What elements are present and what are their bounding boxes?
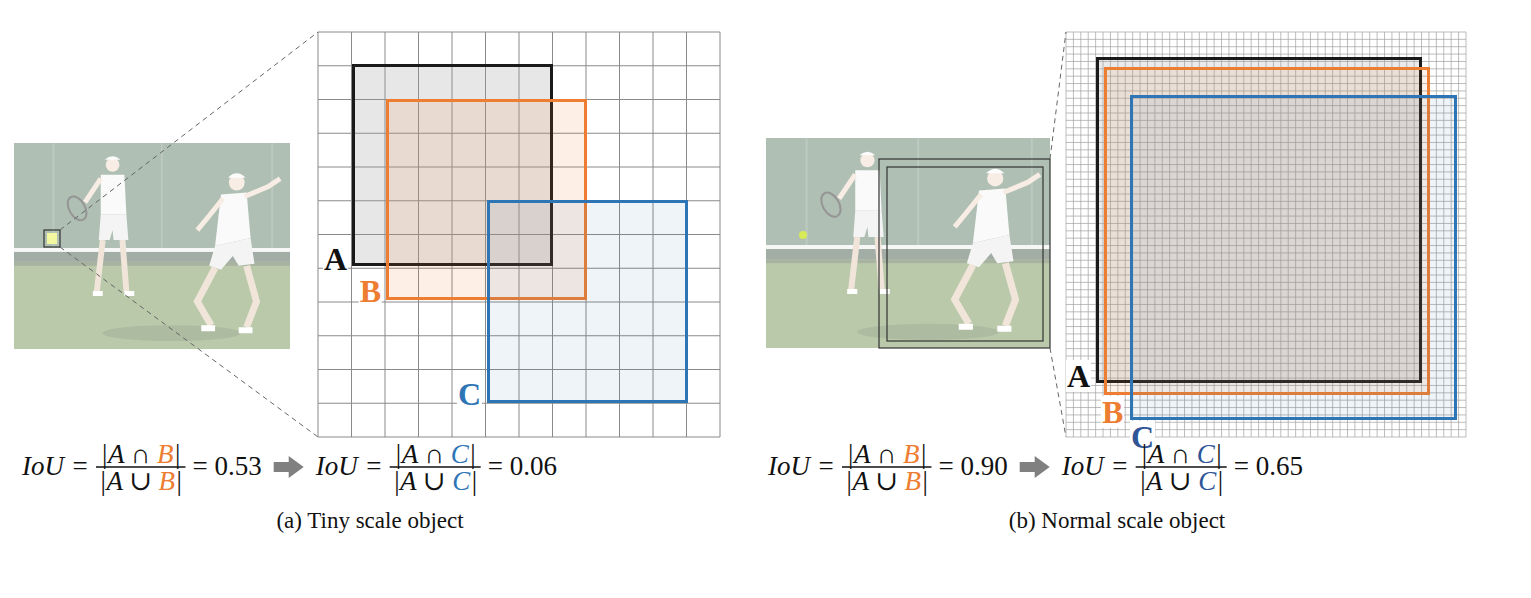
formula-part: |A ∩ xyxy=(101,439,157,469)
pixel-grid xyxy=(1066,32,1466,437)
formula-part: | xyxy=(469,439,476,469)
formula-part: |A ∩ xyxy=(1140,439,1196,469)
tiny-box xyxy=(44,230,60,247)
formula-lhs: IoU = xyxy=(316,451,383,482)
formula-part: C xyxy=(1198,466,1216,496)
formula-part: B xyxy=(905,466,922,496)
fraction-denominator: |A ∪ B| xyxy=(845,466,929,497)
grid-ground xyxy=(1066,32,1466,437)
box-letter: B xyxy=(359,275,382,307)
formula-part: | xyxy=(1215,439,1222,469)
box-letter: B xyxy=(1101,396,1124,428)
block-arrow xyxy=(1020,456,1050,478)
formula-part: | xyxy=(921,466,928,496)
grid-ground xyxy=(318,32,720,437)
formula-part: |A ∩ xyxy=(394,439,450,469)
formula-part: B xyxy=(903,439,920,469)
grid-line xyxy=(1066,437,1466,438)
formula-lhs: IoU = xyxy=(768,451,835,482)
grid-line xyxy=(1066,422,1466,423)
grid-line xyxy=(1466,32,1467,437)
subfigure-caption: (a) Tiny scale object xyxy=(276,508,463,534)
fraction-numerator: |A ∩ B| xyxy=(847,439,927,470)
fraction-numerator: |A ∩ C| xyxy=(1140,439,1222,470)
bounding-box: C xyxy=(487,200,688,403)
fraction-numerator: |A ∩ C| xyxy=(394,439,476,470)
formula-part: B xyxy=(159,466,176,496)
zoom-line xyxy=(60,247,318,437)
formula-part: | xyxy=(173,439,180,469)
box-letter: A xyxy=(323,243,348,275)
photo-thumbnail xyxy=(14,143,290,349)
grid-line xyxy=(1066,429,1466,430)
formula-part: |A ∪ xyxy=(99,466,159,496)
formula-part: C xyxy=(1197,439,1215,469)
formula-part: | xyxy=(919,439,926,469)
grid-line xyxy=(1066,54,1466,55)
formula-value: = 0.65 xyxy=(1234,451,1303,482)
fraction-denominator: |A ∪ C| xyxy=(393,466,478,497)
fraction-denominator: |A ∪ B| xyxy=(99,466,183,497)
grid-line xyxy=(1066,32,1466,33)
formula-part: B xyxy=(157,439,174,469)
zoom-line xyxy=(1050,32,1066,159)
photo-thumbnail xyxy=(766,138,1050,348)
formula-value: = 0.06 xyxy=(488,451,557,482)
formula-part: |A ∪ xyxy=(1139,466,1199,496)
tiny-ball xyxy=(47,233,57,244)
formula-part: C xyxy=(451,439,469,469)
zoom-line xyxy=(1050,348,1066,437)
formula-part: |A ∪ xyxy=(393,466,453,496)
person-box xyxy=(879,159,1050,348)
grid-line xyxy=(318,32,720,33)
formula-part: | xyxy=(470,466,477,496)
formula-lhs: IoU = xyxy=(1062,451,1129,482)
formula-part: | xyxy=(175,466,182,496)
formula-part: C xyxy=(452,466,470,496)
formula-part: | xyxy=(1216,466,1223,496)
ball xyxy=(799,231,807,239)
grid-line xyxy=(318,437,720,438)
pixel-grid xyxy=(318,32,720,437)
formula-part: |A ∩ xyxy=(847,439,903,469)
grid-line xyxy=(1458,32,1459,437)
zoom-line xyxy=(60,32,318,230)
person-box xyxy=(887,167,1043,341)
box-letter: A xyxy=(1066,360,1091,392)
formula-part: |A ∪ xyxy=(845,466,905,496)
bounding-box: C xyxy=(1130,95,1457,420)
grid-line xyxy=(1066,39,1466,40)
box-letter: C xyxy=(457,378,482,410)
fraction-denominator: |A ∪ C| xyxy=(1139,466,1224,497)
subfigure-caption: (b) Normal scale object xyxy=(1009,508,1226,534)
grid-line xyxy=(1066,46,1466,47)
formula-value: = 0.90 xyxy=(938,451,1007,482)
formula-lhs: IoU = xyxy=(22,451,89,482)
block-arrow xyxy=(274,456,304,478)
formula-value: = 0.53 xyxy=(192,451,261,482)
fraction-numerator: |A ∩ B| xyxy=(101,439,181,470)
